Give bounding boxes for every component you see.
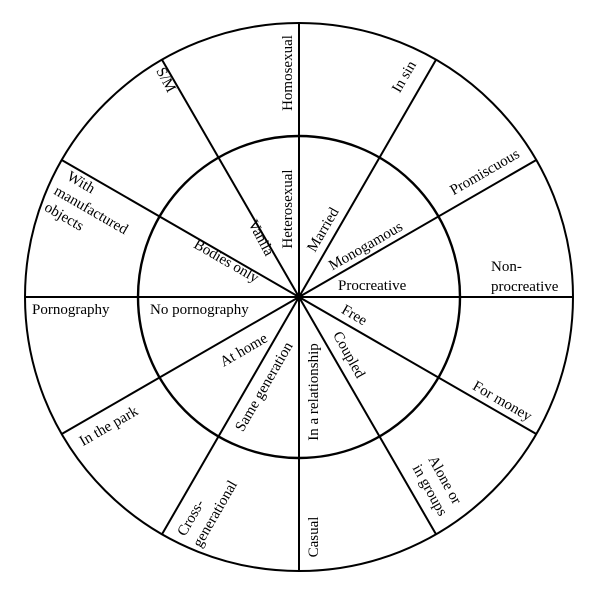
label-non-procreative: Non- procreative: [491, 259, 559, 295]
spokes: [25, 23, 573, 571]
spoke-line: [298, 296, 437, 535]
label-heterosexual: Heterosexual: [280, 169, 296, 248]
label-vanilla: Vanila: [244, 217, 276, 259]
label-with-manufactured-objects: With manufactured objects: [42, 167, 144, 257]
label-in-a-relationship: In a relationship: [306, 343, 322, 440]
label-pornography: Pornography: [32, 302, 110, 318]
spoke-line: [298, 59, 437, 298]
label-procreative: Procreative: [338, 278, 407, 294]
spoke-line: [161, 59, 300, 298]
spoke-line: [298, 296, 537, 435]
spoke-line: [61, 296, 300, 435]
label-alone-or-in-groups: Alone or in groups: [409, 453, 466, 519]
label-at-home: At home: [217, 330, 270, 370]
label-bodies-only: Bodies only: [191, 237, 262, 287]
label-coupled: Coupled: [329, 329, 368, 382]
label-no-pornography: No pornography: [150, 302, 249, 318]
label-in-sin: In sin: [389, 58, 420, 96]
label-sm: S/M: [152, 65, 178, 95]
label-casual: Casual: [306, 517, 322, 558]
label-cross-generational: Cross- generational: [174, 469, 241, 551]
spoke-line: [298, 159, 537, 298]
center-dot: [295, 293, 303, 301]
label-free: Free: [338, 302, 369, 329]
spoke-line: [61, 159, 300, 298]
spoke-line: [161, 296, 300, 535]
label-homosexual: Homosexual: [280, 35, 296, 111]
label-in-the-park: In the park: [77, 403, 142, 450]
label-promiscuous: Promiscuous: [447, 146, 522, 199]
